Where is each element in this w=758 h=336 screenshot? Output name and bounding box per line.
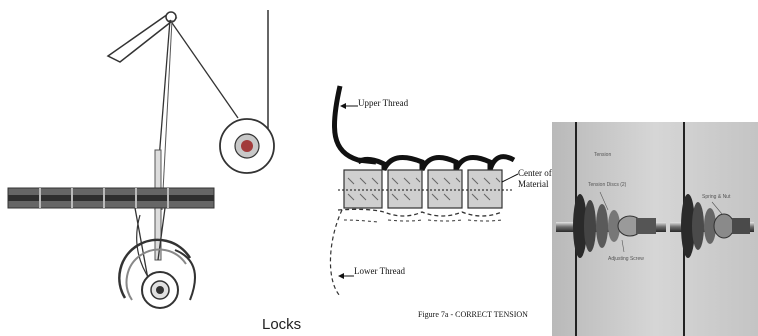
- thread-path-illustration: [0, 0, 300, 336]
- fabric-bar: [8, 188, 214, 208]
- material-blocks: [344, 170, 502, 208]
- tension-assembly-photo: Tension Tension Discs (2) Adjusting Scre…: [552, 122, 758, 336]
- thread-spool: [220, 119, 274, 173]
- photo-text-a: Tension: [594, 152, 611, 158]
- photo-text-d: Spring & Nut: [702, 194, 730, 200]
- thread-path-drawing: [0, 0, 300, 336]
- upper-thread-loops: [358, 157, 514, 170]
- tension-figure: Upper Thread Center of Material Lower Th…: [318, 70, 550, 336]
- figure-caption: Figure 7a - CORRECT TENSION: [418, 310, 528, 319]
- locks-caption: Locks: [262, 316, 301, 333]
- bobbin-hook: [119, 240, 195, 308]
- lower-thread-label: Lower Thread: [354, 266, 405, 276]
- upper-thread-label: Upper Thread: [358, 98, 408, 108]
- tension-drawing: [318, 70, 550, 336]
- photo-text-c: Adjusting Screw: [608, 256, 644, 262]
- photo-text-b: Tension Discs (2): [588, 182, 626, 188]
- tension-photo-drawing: [552, 122, 758, 336]
- lower-thread: [330, 209, 502, 296]
- take-up-lever: [108, 14, 176, 62]
